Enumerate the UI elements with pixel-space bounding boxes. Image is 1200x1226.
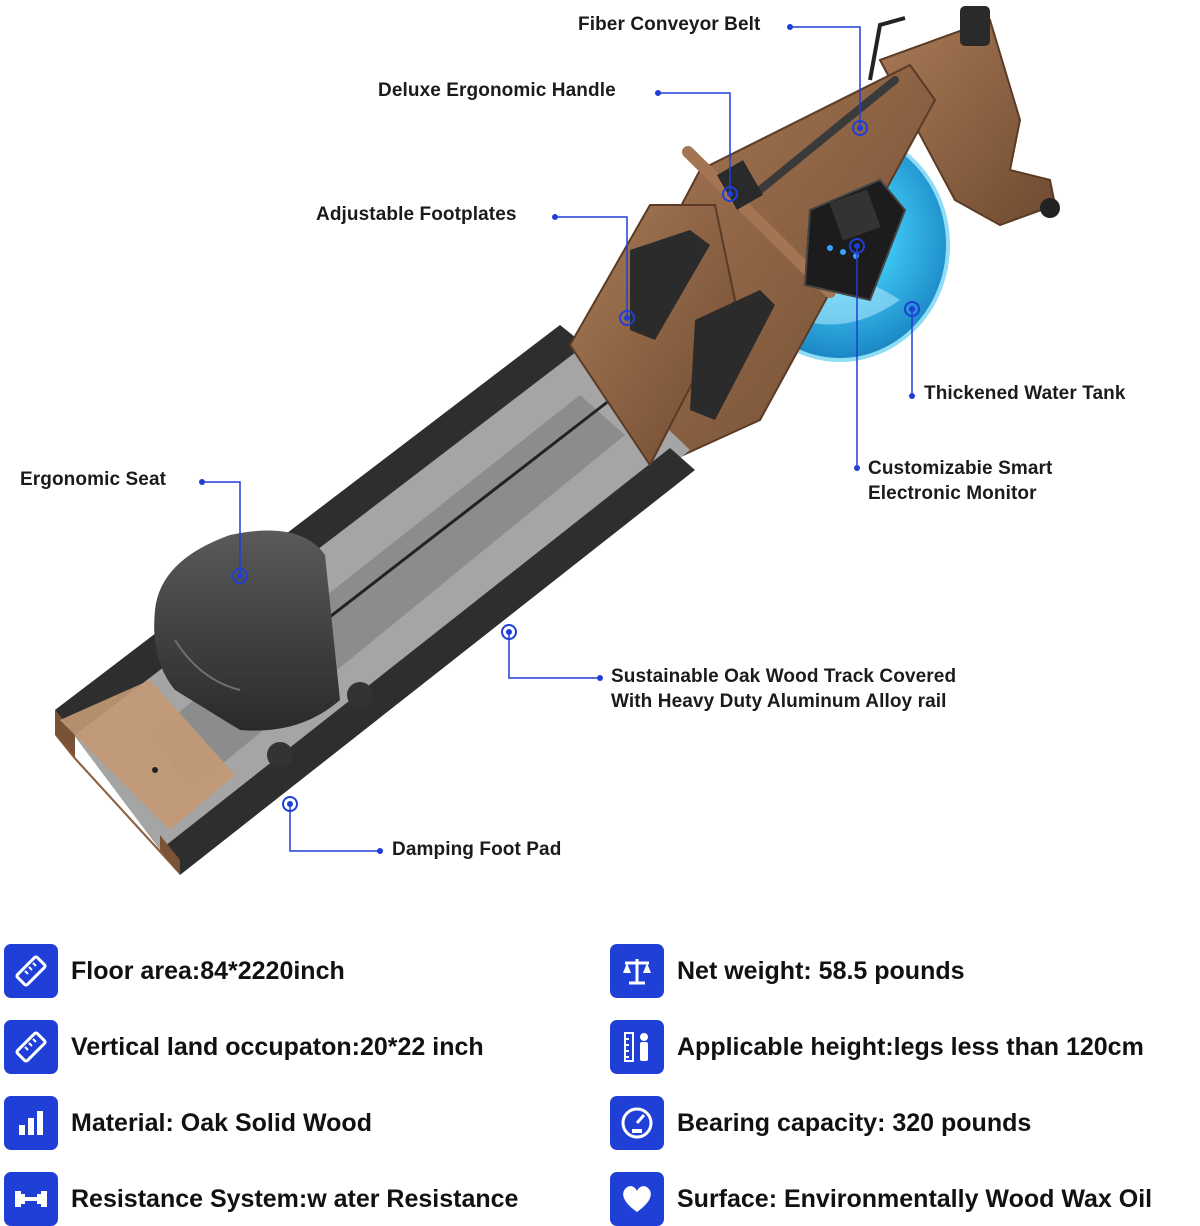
callout-track-line2: With Heavy Duty Aluminum Alloy rail — [611, 691, 947, 712]
callout-fiber-conveyor-belt: Fiber Conveyor Belt — [578, 14, 761, 35]
rear-frame — [878, 6, 1060, 227]
callout-track-line1: Sustainable Oak Wood Track Covered — [611, 666, 957, 687]
spec-resistance: Resistance System:w ater Resistance — [4, 1172, 518, 1226]
footplates — [568, 204, 775, 467]
spec-text: Surface: Environmentally Wood Wax Oil — [677, 1184, 1153, 1213]
dumbbell-icon — [4, 1172, 58, 1226]
height-icon — [610, 1020, 664, 1074]
ruler-icon — [4, 1020, 58, 1074]
spec-applicable-height: Applicable height:legs less than 120cm — [610, 1020, 1144, 1074]
spec-text: Resistance System:w ater Resistance — [71, 1184, 519, 1213]
bar-chart-icon — [4, 1096, 58, 1150]
scale-icon — [610, 944, 664, 998]
spec-net-weight: Net weight: 58.5 pounds — [610, 944, 965, 998]
spec-bearing-capacity: Bearing capacity: 320 pounds — [610, 1096, 1031, 1150]
callout-footplates: Adjustable Footplates — [316, 204, 517, 225]
spec-text: Net weight: 58.5 pounds — [677, 956, 965, 985]
heart-icon — [610, 1172, 664, 1226]
spec-vertical-occupation: Vertical land occupaton:20*22 inch — [4, 1020, 484, 1074]
spec-text: Vertical land occupaton:20*22 inch — [71, 1032, 484, 1061]
spec-text: Applicable height:legs less than 120cm — [677, 1032, 1144, 1061]
callout-monitor-line2: Electronic Monitor — [868, 483, 1037, 504]
weight-gauge-icon — [610, 1096, 664, 1150]
callout-foot-pad: Damping Foot Pad — [392, 839, 562, 860]
callout-targets — [232, 120, 920, 812]
spec-material: Material: Oak Solid Wood — [4, 1096, 372, 1150]
spec-text: Bearing capacity: 320 pounds — [677, 1108, 1032, 1137]
leader-lines — [202, 26, 913, 852]
callout-markers — [199, 24, 915, 854]
callout-water-tank: Thickened Water Tank — [924, 383, 1126, 404]
spec-text: Floor area:84*2220inch — [71, 956, 345, 985]
callout-seat: Ergonomic Seat — [20, 469, 167, 490]
callout-monitor: Customizabie Smart Electronic Monitor — [868, 456, 1052, 506]
spec-surface: Surface: Environmentally Wood Wax Oil — [610, 1172, 1152, 1226]
spec-floor-area: Floor area:84*2220inch — [4, 944, 345, 998]
callout-monitor-line1: Customizabie Smart — [868, 458, 1053, 479]
callout-track: Sustainable Oak Wood Track Covered With … — [611, 664, 956, 714]
callout-handle: Deluxe Ergonomic Handle — [378, 80, 616, 101]
rowing-machine-illustration — [55, 6, 1060, 875]
spec-text: Material: Oak Solid Wood — [71, 1108, 372, 1137]
seat — [154, 530, 373, 768]
ruler-icon — [4, 944, 58, 998]
track — [55, 325, 695, 875]
